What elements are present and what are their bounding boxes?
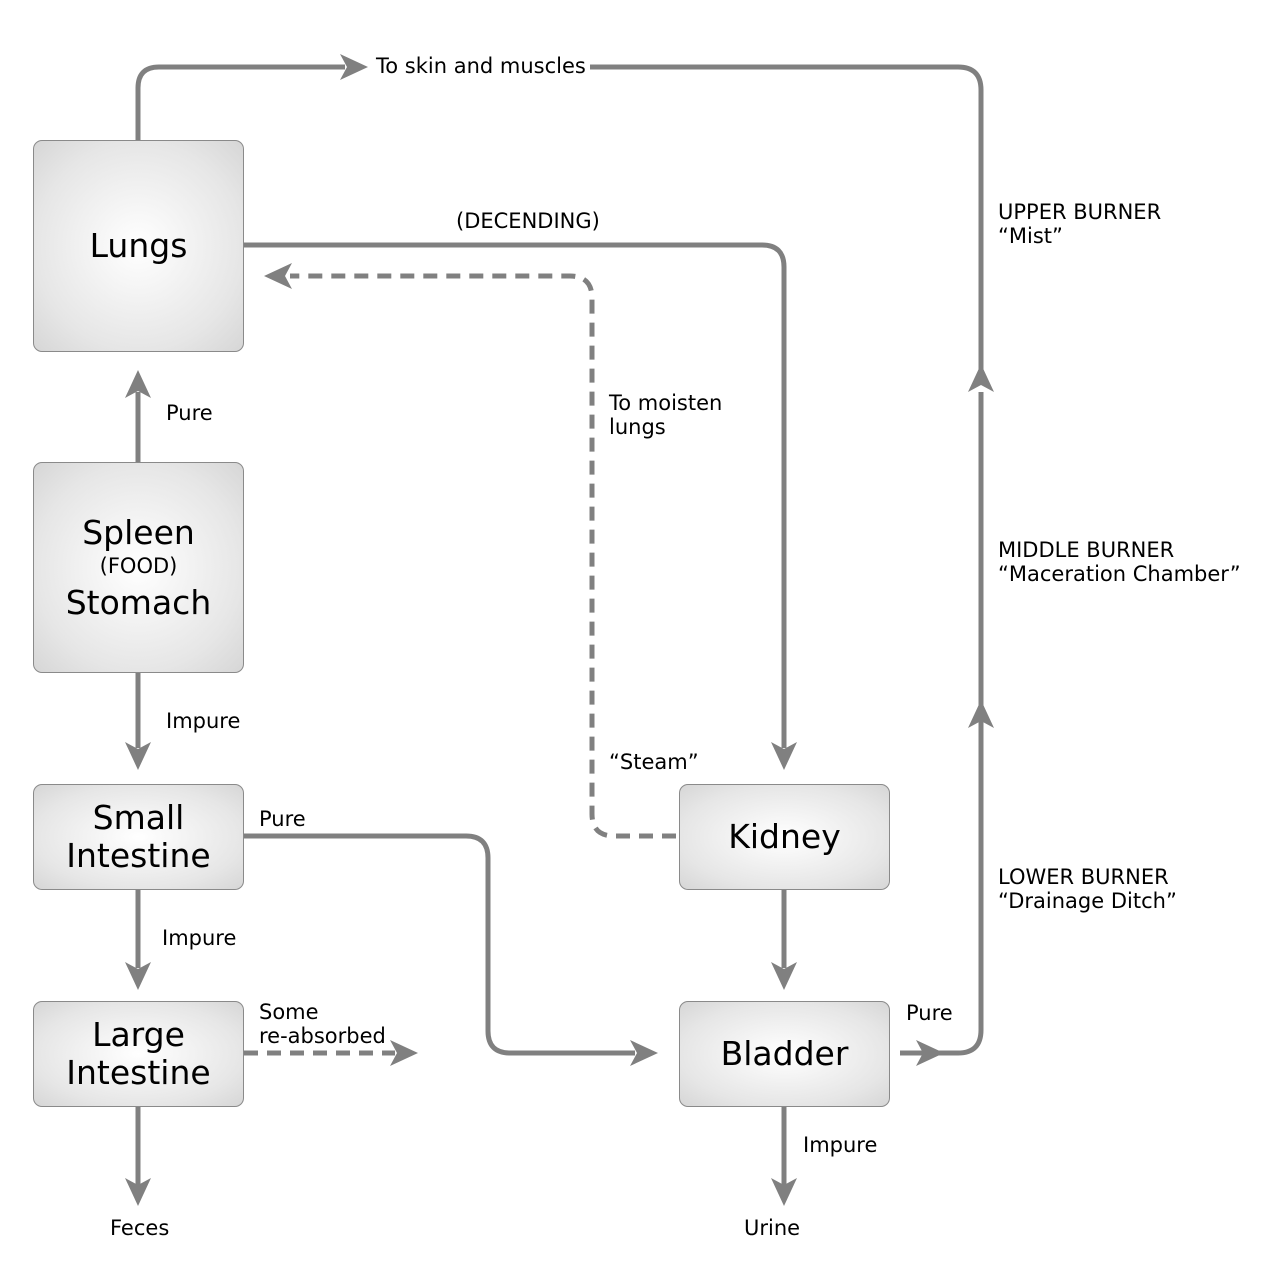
arrowhead-lungs-in bbox=[125, 370, 151, 398]
line-steam-dashed bbox=[290, 273, 676, 839]
middle-burner-name: MIDDLE BURNER bbox=[998, 538, 1175, 562]
arrowhead-upper-burner bbox=[968, 364, 994, 392]
arrowhead-skin bbox=[340, 54, 368, 80]
arrowhead-steam-lungs bbox=[264, 263, 292, 289]
line-bladder-to-burner bbox=[900, 720, 984, 1056]
upper-burner: UPPER BURNER “Mist” bbox=[998, 200, 1161, 248]
arrowhead-bladder-in bbox=[630, 1040, 658, 1066]
line-small-to-bladder bbox=[244, 833, 635, 1056]
label-decending: (DECENDING) bbox=[456, 209, 600, 233]
lower-burner-desc: “Drainage Ditch” bbox=[998, 889, 1177, 913]
spleen-label: Spleen bbox=[82, 512, 195, 552]
kidney-label: Kidney bbox=[728, 817, 841, 856]
upper-burner-desc: “Mist” bbox=[998, 224, 1063, 248]
label-some: Some bbox=[259, 1000, 319, 1024]
node-kidney: Kidney bbox=[679, 784, 890, 890]
arrowhead-lower-burner bbox=[968, 700, 994, 728]
line-lungs-to-skin bbox=[135, 64, 345, 140]
label-some-reabsorbed: Some re-absorbed bbox=[259, 1000, 386, 1048]
small-intestine-line2: Intestine bbox=[66, 836, 211, 875]
arrowhead-bladder-out bbox=[916, 1040, 944, 1066]
label-feces: Feces bbox=[110, 1216, 170, 1240]
upper-burner-name: UPPER BURNER bbox=[998, 200, 1162, 224]
arrowhead-large-in bbox=[125, 962, 151, 990]
arrowhead-feces bbox=[125, 1178, 151, 1206]
lower-burner-name: LOWER BURNER bbox=[998, 865, 1169, 889]
arrowhead-small-in bbox=[125, 742, 151, 770]
label-impure-spleen: Impure bbox=[166, 709, 241, 733]
line-skin-to-right bbox=[590, 64, 984, 385]
label-urine: Urine bbox=[744, 1216, 801, 1240]
food-label: (FOOD) bbox=[99, 553, 178, 578]
lower-burner: LOWER BURNER “Drainage Ditch” bbox=[998, 865, 1177, 913]
node-small-intestine: Small Intestine bbox=[33, 784, 244, 890]
stomach-label: Stomach bbox=[65, 582, 212, 622]
arrowhead-reabsorbed bbox=[390, 1040, 418, 1066]
label-steam: “Steam” bbox=[609, 750, 699, 774]
label-impure-small: Impure bbox=[162, 926, 237, 950]
label-to-moisten-line1: To moisten bbox=[609, 391, 723, 415]
node-spleen-stomach: Spleen (FOOD) Stomach bbox=[33, 462, 244, 673]
arrowhead-kidney-in bbox=[771, 742, 797, 770]
bladder-label: Bladder bbox=[720, 1034, 849, 1073]
middle-burner-desc: “Maceration Chamber” bbox=[998, 562, 1241, 586]
label-pure-spleen: Pure bbox=[166, 401, 213, 425]
line-lungs-descending-kidney bbox=[244, 242, 787, 748]
lungs-label: Lungs bbox=[89, 226, 188, 265]
large-intestine-line1: Large bbox=[92, 1015, 185, 1054]
node-large-intestine: Large Intestine bbox=[33, 1001, 244, 1107]
arrowhead-bladder-from-kidney bbox=[771, 962, 797, 990]
middle-burner: MIDDLE BURNER “Maceration Chamber” bbox=[998, 538, 1241, 586]
label-to-moisten-line2: lungs bbox=[609, 415, 666, 439]
small-intestine-line1: Small bbox=[92, 798, 185, 837]
label-impure-bladder: Impure bbox=[803, 1133, 878, 1157]
large-intestine-line2: Intestine bbox=[66, 1053, 211, 1092]
label-pure-small: Pure bbox=[259, 807, 306, 831]
label-reabsorbed: re-absorbed bbox=[259, 1024, 386, 1048]
arrowhead-urine bbox=[771, 1178, 797, 1206]
node-lungs: Lungs bbox=[33, 140, 244, 352]
label-to-skin: To skin and muscles bbox=[376, 54, 586, 78]
node-bladder: Bladder bbox=[679, 1001, 890, 1107]
label-to-moisten: To moisten lungs bbox=[609, 391, 722, 439]
label-pure-bladder: Pure bbox=[906, 1001, 953, 1025]
